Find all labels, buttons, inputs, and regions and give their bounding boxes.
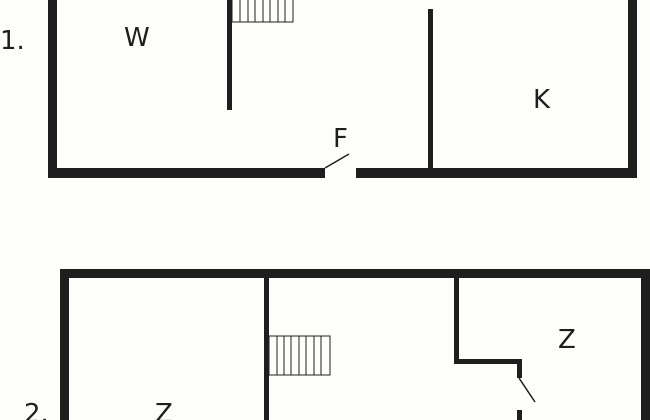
partition-wall-short (227, 0, 232, 110)
floor-number: 2. (24, 399, 49, 420)
wall-bottom-right (356, 168, 637, 178)
floor-2-plan: 2. Z Z (24, 269, 650, 420)
partition-wall-room-vertical (454, 275, 459, 364)
room-label-k: K (533, 85, 551, 115)
wall-right (641, 269, 650, 420)
room-label-z-left: Z (155, 399, 173, 420)
stairs-icon (231, 0, 294, 23)
wall-right (628, 0, 637, 178)
room-label-f: F (333, 124, 348, 154)
door-swing-icon (324, 153, 350, 169)
partition-wall-center (264, 275, 269, 420)
floor-number: 1. (0, 26, 25, 56)
partition-wall-room-horizontal (454, 359, 522, 364)
partition-wall-kitchen (428, 9, 433, 171)
wall-top (60, 269, 650, 278)
stairs-icon (268, 335, 331, 376)
partition-wall-door-lower (517, 410, 522, 420)
room-label-w: W (124, 23, 150, 53)
door-swing-icon (518, 377, 536, 403)
wall-left (60, 269, 69, 420)
wall-bottom-left (48, 168, 325, 178)
wall-left (48, 0, 57, 178)
floor-1-plan: 1. W K F (0, 0, 637, 178)
partition-wall-door-upper (517, 359, 522, 378)
room-label-z-right: Z (558, 325, 576, 355)
